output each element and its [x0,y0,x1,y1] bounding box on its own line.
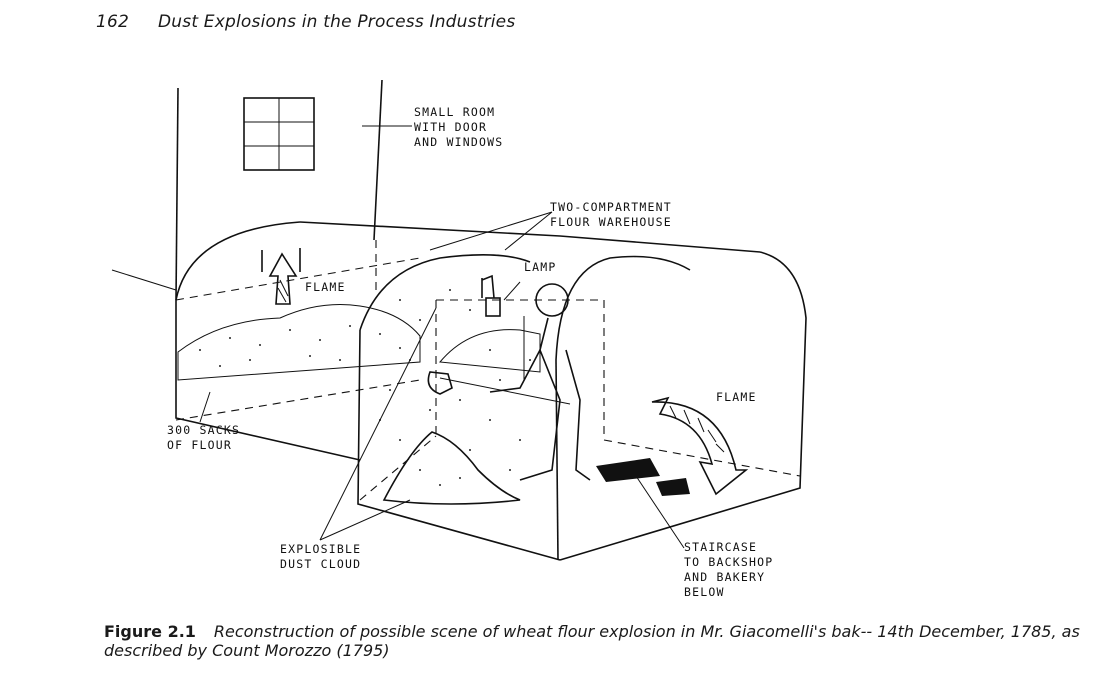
leader-lines [199,211,685,549]
label-staircase: STAIRCASE TO BACKSHOP AND BAKERY BELOW [684,540,774,599]
flour-dots-left [199,325,401,367]
small-room-drawing [175,79,412,301]
man-with-shovel-drawing [427,283,591,481]
figure-number: Figure 2.1 [104,622,196,641]
label-explosible-dust-cloud: EXPLOSIBLE DUST CLOUD [280,542,362,571]
running-head: 162 Dust Explosions in the Process Indust… [96,12,515,32]
staircase-drawing [596,458,690,496]
label-two-compartment-warehouse: TWO-COMPARTMENT FLOUR WAREHOUSE [550,200,672,229]
warehouse-left-compartment [111,221,761,461]
lamp-drawing [481,274,521,317]
label-flame-left: FLAME [305,280,346,294]
running-title: Dust Explosions in the Process Industrie… [158,12,516,32]
warehouse-right-compartment [357,251,807,561]
page-number: 162 [96,12,130,32]
caption-text: Reconstruction of possible scene of whea… [104,622,1080,660]
label-small-room: SMALL ROOM WITH DOOR AND WINDOWS [414,105,504,149]
label-300-sacks: 300 SACKS OF FLOUR [167,423,241,452]
label-flame-right: FLAME [716,390,757,404]
flame-arrow-right [651,396,749,496]
label-lamp: LAMP [524,260,557,274]
dust-cloud-dots [379,289,531,486]
